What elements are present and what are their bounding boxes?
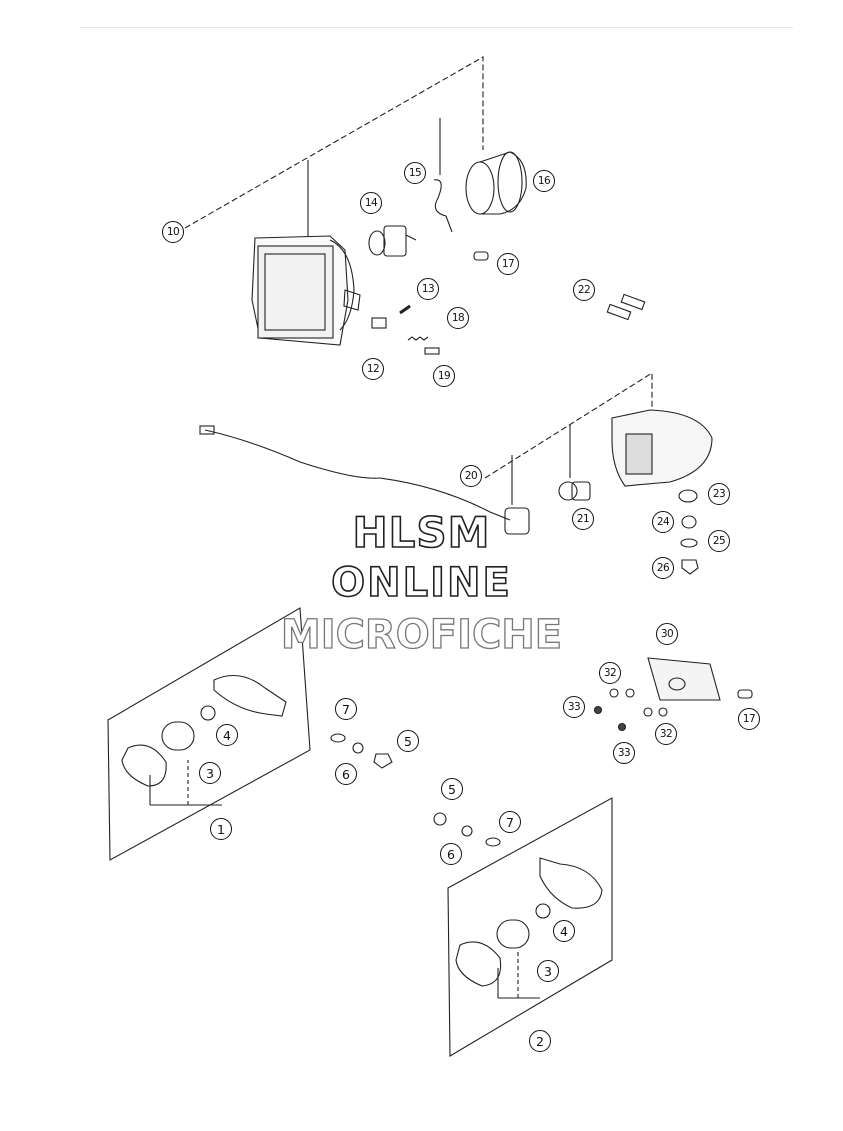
watermark-line-2: ONLINE xyxy=(330,559,512,607)
bulb-4b-drawing xyxy=(535,903,551,919)
reflector-3b-drawing xyxy=(496,919,530,949)
lockwasher-6a-drawing xyxy=(352,742,364,754)
spacer-24-drawing xyxy=(681,515,697,529)
bulb-17b-drawing xyxy=(737,689,753,699)
callout-32-bottom: 32 xyxy=(655,723,677,745)
callout-25: 25 xyxy=(708,530,730,552)
callout-33-left: 33 xyxy=(563,696,585,718)
callout-10: 10 xyxy=(162,221,184,243)
callout-4-right: 4 xyxy=(553,920,575,942)
clip-15-drawing xyxy=(433,179,453,233)
bulb-21-drawing xyxy=(558,481,591,501)
adjuster-19-drawing xyxy=(424,347,440,355)
reflector-3a-drawing xyxy=(161,721,195,751)
callout-13: 13 xyxy=(417,278,439,300)
callout-7-right: 7 xyxy=(499,811,521,833)
callout-17-top: 17 xyxy=(497,253,519,275)
callout-30: 30 xyxy=(656,623,678,645)
callout-6-left: 6 xyxy=(335,763,357,785)
bulb-4a-drawing xyxy=(200,705,216,721)
lens-3a-drawing xyxy=(121,744,167,787)
box-1 xyxy=(107,607,311,861)
watermark-line-1: HLSM xyxy=(352,507,491,558)
callout-32-top: 32 xyxy=(599,662,621,684)
socket-20-drawing xyxy=(199,425,530,535)
callout-18: 18 xyxy=(447,307,469,329)
plate-light-30-drawing xyxy=(647,657,721,701)
leader-10 xyxy=(184,56,484,229)
pads-22-drawing xyxy=(606,293,646,321)
indicator-housing-2-drawing xyxy=(539,857,603,909)
callout-20: 20 xyxy=(460,465,482,487)
callout-4-left: 4 xyxy=(216,724,238,746)
callout-7-left: 7 xyxy=(335,698,357,720)
screw-13-drawing xyxy=(399,304,411,315)
callout-23: 23 xyxy=(708,483,730,505)
callout-22: 22 xyxy=(573,279,595,301)
bulb-14-drawing xyxy=(368,225,417,257)
grommet-23-drawing xyxy=(678,489,698,503)
nut-5a-drawing xyxy=(373,753,393,769)
callout-1: 1 xyxy=(210,818,232,840)
washer-7a-drawing xyxy=(330,733,346,743)
lockwasher-6b-drawing xyxy=(461,825,473,837)
nut-12-drawing xyxy=(371,317,387,329)
headlamp-drawing xyxy=(251,235,361,346)
callout-2: 2 xyxy=(529,1030,551,1052)
spring-18-drawing xyxy=(407,336,429,341)
callout-16: 16 xyxy=(533,170,555,192)
lens-3b-drawing xyxy=(455,941,502,987)
callout-5-right: 5 xyxy=(441,778,463,800)
leader-20 xyxy=(484,372,653,479)
callout-19: 19 xyxy=(433,365,455,387)
callout-3-left: 3 xyxy=(199,762,221,784)
box-2 xyxy=(447,797,613,1057)
cap-16-drawing xyxy=(465,151,527,215)
nut-26-drawing xyxy=(681,559,699,575)
callout-6-right: 6 xyxy=(440,843,462,865)
washer-25-drawing xyxy=(680,538,698,548)
washer-7b-drawing xyxy=(485,837,501,847)
nut-5b-drawing xyxy=(433,812,447,826)
watermark-line-3: MICROFICHE xyxy=(280,611,563,658)
callout-5-left: 5 xyxy=(397,730,419,752)
callout-12: 12 xyxy=(362,358,384,380)
callout-17-bottom: 17 xyxy=(738,708,760,730)
indicator-housing-1-drawing xyxy=(213,674,287,717)
callout-33-bottom: 33 xyxy=(613,742,635,764)
callout-3-right: 3 xyxy=(537,960,559,982)
callout-21: 21 xyxy=(572,508,594,530)
callout-26: 26 xyxy=(652,557,674,579)
bulb-17a-drawing xyxy=(473,251,489,261)
top-rule xyxy=(80,27,793,28)
callout-24: 24 xyxy=(652,511,674,533)
callout-14: 14 xyxy=(360,192,382,214)
callout-15: 15 xyxy=(404,162,426,184)
